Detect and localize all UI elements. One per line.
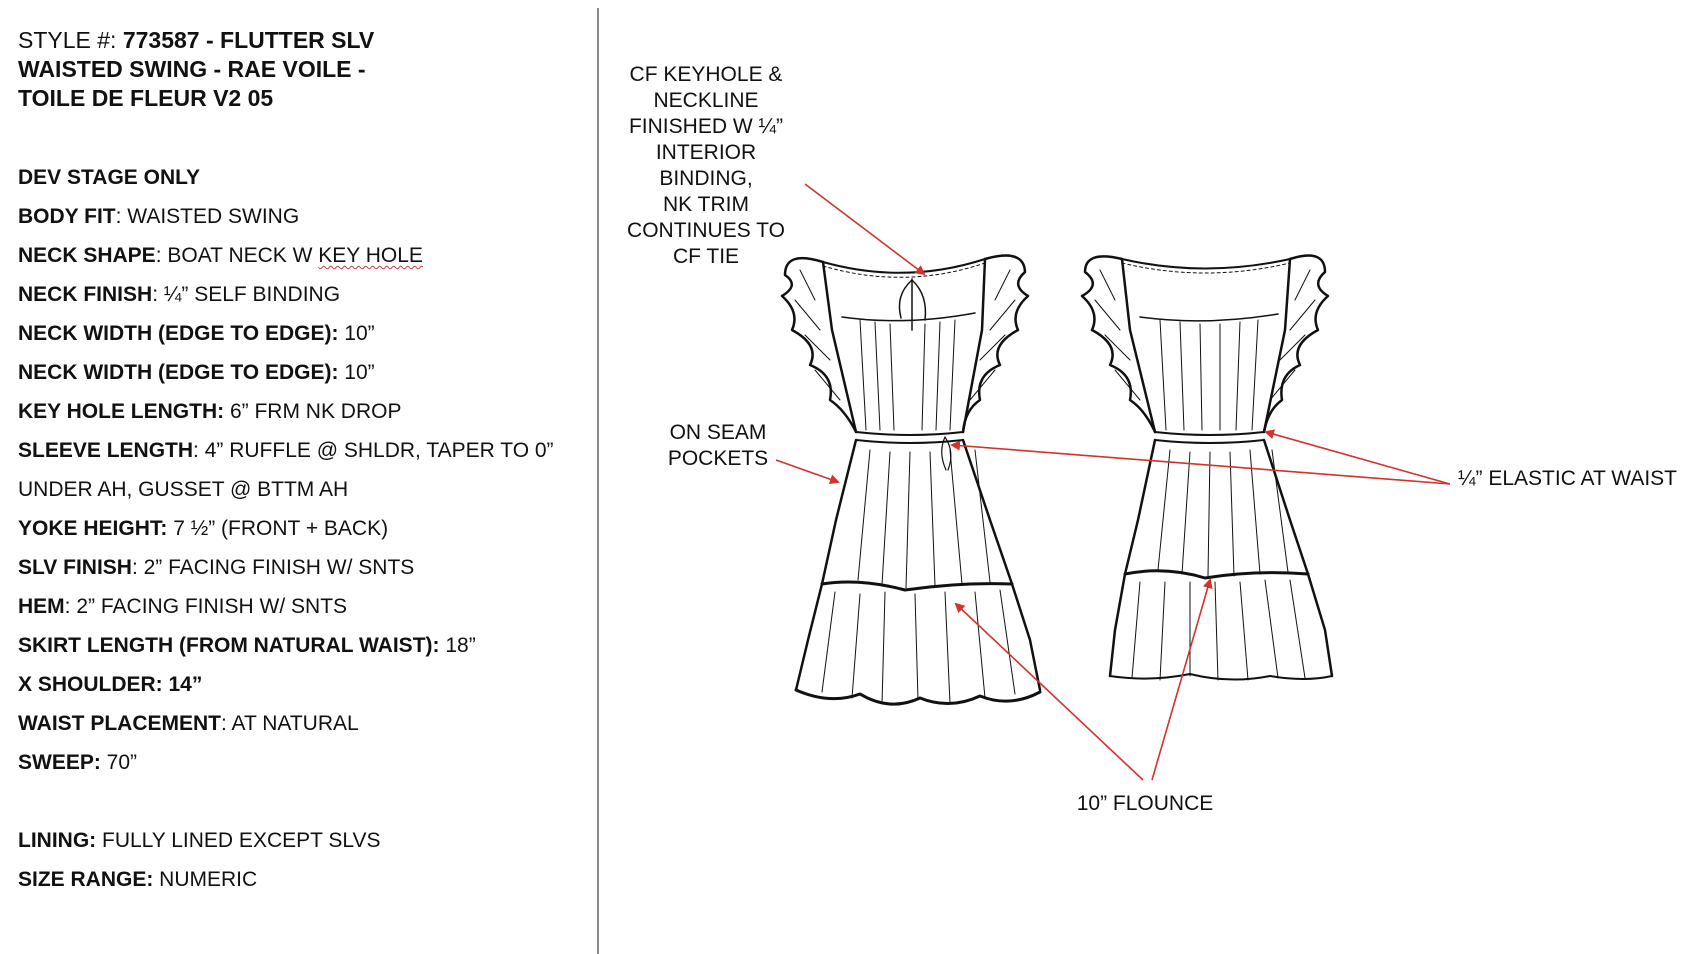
style-title-line-2: WAISTED SWING - RAE VOILE - — [18, 56, 366, 82]
spell-flag: KEY HOLE — [318, 244, 423, 267]
style-label: STYLE #: — [18, 27, 123, 53]
arrow-flounce-back — [1151, 578, 1213, 781]
spec-lining: LINING: FULLY LINED EXCEPT SLVS — [18, 829, 381, 852]
back-neckline — [1121, 258, 1291, 270]
spec-neck-shape: NECK SHAPE: BOAT NECK W KEY HOLE — [18, 244, 423, 267]
back-dress-sketch — [1080, 254, 1334, 681]
style-title-line-3: TOILE DE FLEUR V2 05 — [18, 85, 274, 111]
column-divider — [597, 8, 599, 954]
arrow-elastic-front — [950, 440, 1451, 485]
callout-elastic: ¼” ELASTIC AT WAIST — [1458, 467, 1677, 490]
arrow-keyhole — [804, 183, 926, 276]
callout-keyhole: CF KEYHOLE & NECKLINE FINISHED W ¼” INTE… — [627, 63, 785, 268]
spec-neck-finish: NECK FINISH: ¼” SELF BINDING — [18, 283, 341, 306]
front-neckline — [822, 258, 986, 274]
spec-x-shoulder: X SHOULDER: 14” — [18, 673, 203, 696]
spec-sweep: SWEEP: 70” — [18, 751, 138, 774]
style-number: 773587 - FLUTTER SLV — [122, 27, 375, 53]
spec-dev-stage: DEV STAGE ONLY — [18, 166, 201, 189]
spec-slv-finish: SLV FINISH: 2” FACING FINISH W/ SNTS — [18, 556, 415, 579]
spec-hem: HEM: 2” FACING FINISH W/ SNTS — [18, 595, 348, 618]
spec-yoke-height: YOKE HEIGHT: 7 ½” (FRONT + BACK) — [18, 517, 389, 540]
spec-skirt-length: SKIRT LENGTH (FROM NATURAL WAIST): 18” — [18, 634, 476, 657]
spec-sleeve-length: SLEEVE LENGTH: 4” RUFFLE @ SHLDR, TAPER … — [18, 439, 554, 462]
arrow-elastic-back — [1264, 429, 1451, 485]
spec-size-range: SIZE RANGE: NUMERIC — [18, 868, 258, 891]
spec-neck-width-2: NECK WIDTH (EDGE TO EDGE): 10” — [18, 361, 375, 384]
callout-pockets: ON SEAM POCKETS — [667, 421, 769, 470]
spec-waist-placement: WAIST PLACEMENT: AT NATURAL — [18, 712, 359, 735]
style-title: STYLE #: 773587 - FLUTTER SLV WAISTED SW… — [18, 26, 374, 113]
arrow-flounce-front — [954, 602, 1144, 781]
spec-sleeve-length-cont: UNDER AH, GUSSET @ BTTM AH — [18, 478, 349, 501]
callout-arrows — [775, 183, 1451, 781]
spec-neck-width: NECK WIDTH (EDGE TO EDGE): 10” — [18, 322, 375, 345]
front-dress-sketch — [780, 254, 1042, 706]
spec-body-fit: BODY FIT: WAISTED SWING — [18, 205, 300, 228]
callout-flounce: 10” FLOUNCE — [1076, 792, 1214, 815]
spec-key-hole-length: KEY HOLE LENGTH: 6” FRM NK DROP — [18, 400, 402, 423]
arrow-pockets — [775, 459, 840, 485]
